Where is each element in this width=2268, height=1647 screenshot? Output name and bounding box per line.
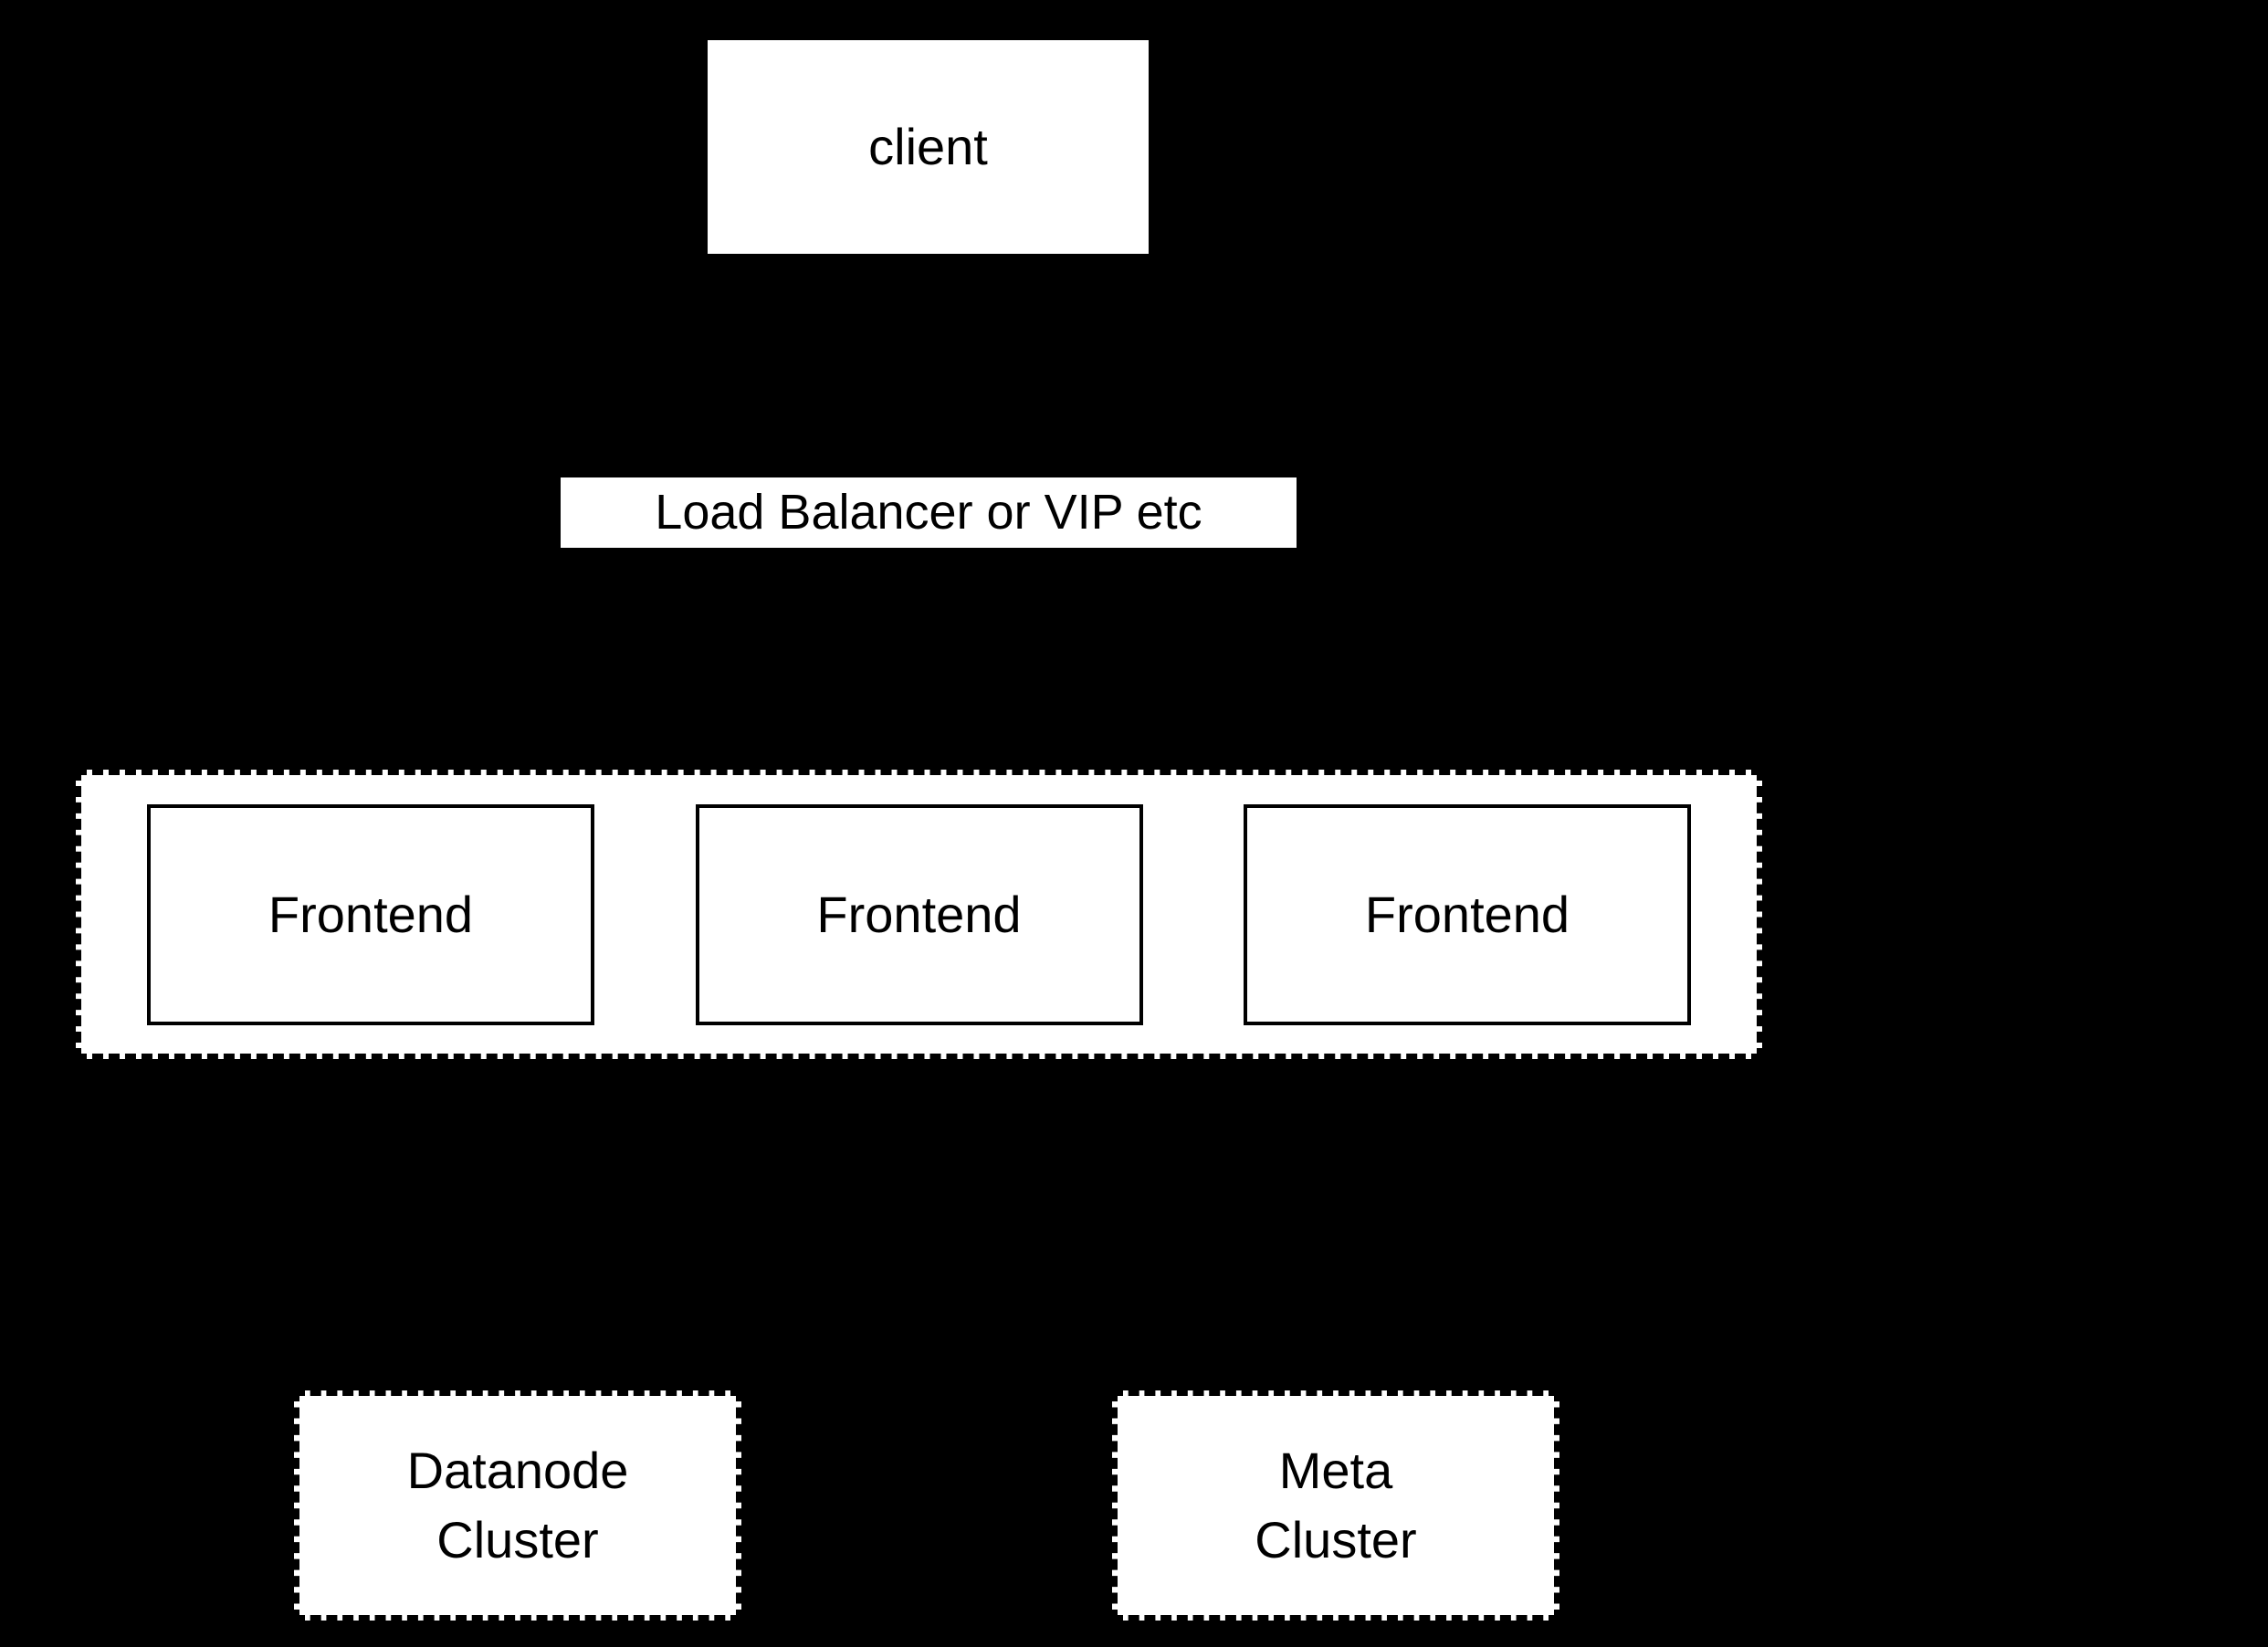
client-node: client [708,40,1149,254]
frontend-node-3: Frontend [1244,803,1691,1025]
frontend-node-1-label: Frontend [268,885,474,943]
load-balancer-node: Load Balancer or VIP etc [561,477,1297,548]
load-balancer-node-label: Load Balancer or VIP etc [655,485,1202,540]
frontend-node-1: Frontend [147,803,594,1025]
datanode-cluster-node-label: Datanode Cluster [406,1442,629,1568]
meta-cluster-node-label: Meta Cluster [1255,1442,1417,1568]
frontend-node-2: Frontend [695,803,1143,1025]
frontend-group-container: Frontend Frontend Frontend [76,770,1762,1059]
frontend-node-3-label: Frontend [1364,885,1570,943]
meta-cluster-node: Meta Cluster [1112,1390,1559,1621]
frontend-node-2-label: Frontend [816,885,1022,943]
client-node-label: client [868,118,988,176]
datanode-cluster-node: Datanode Cluster [294,1390,741,1621]
